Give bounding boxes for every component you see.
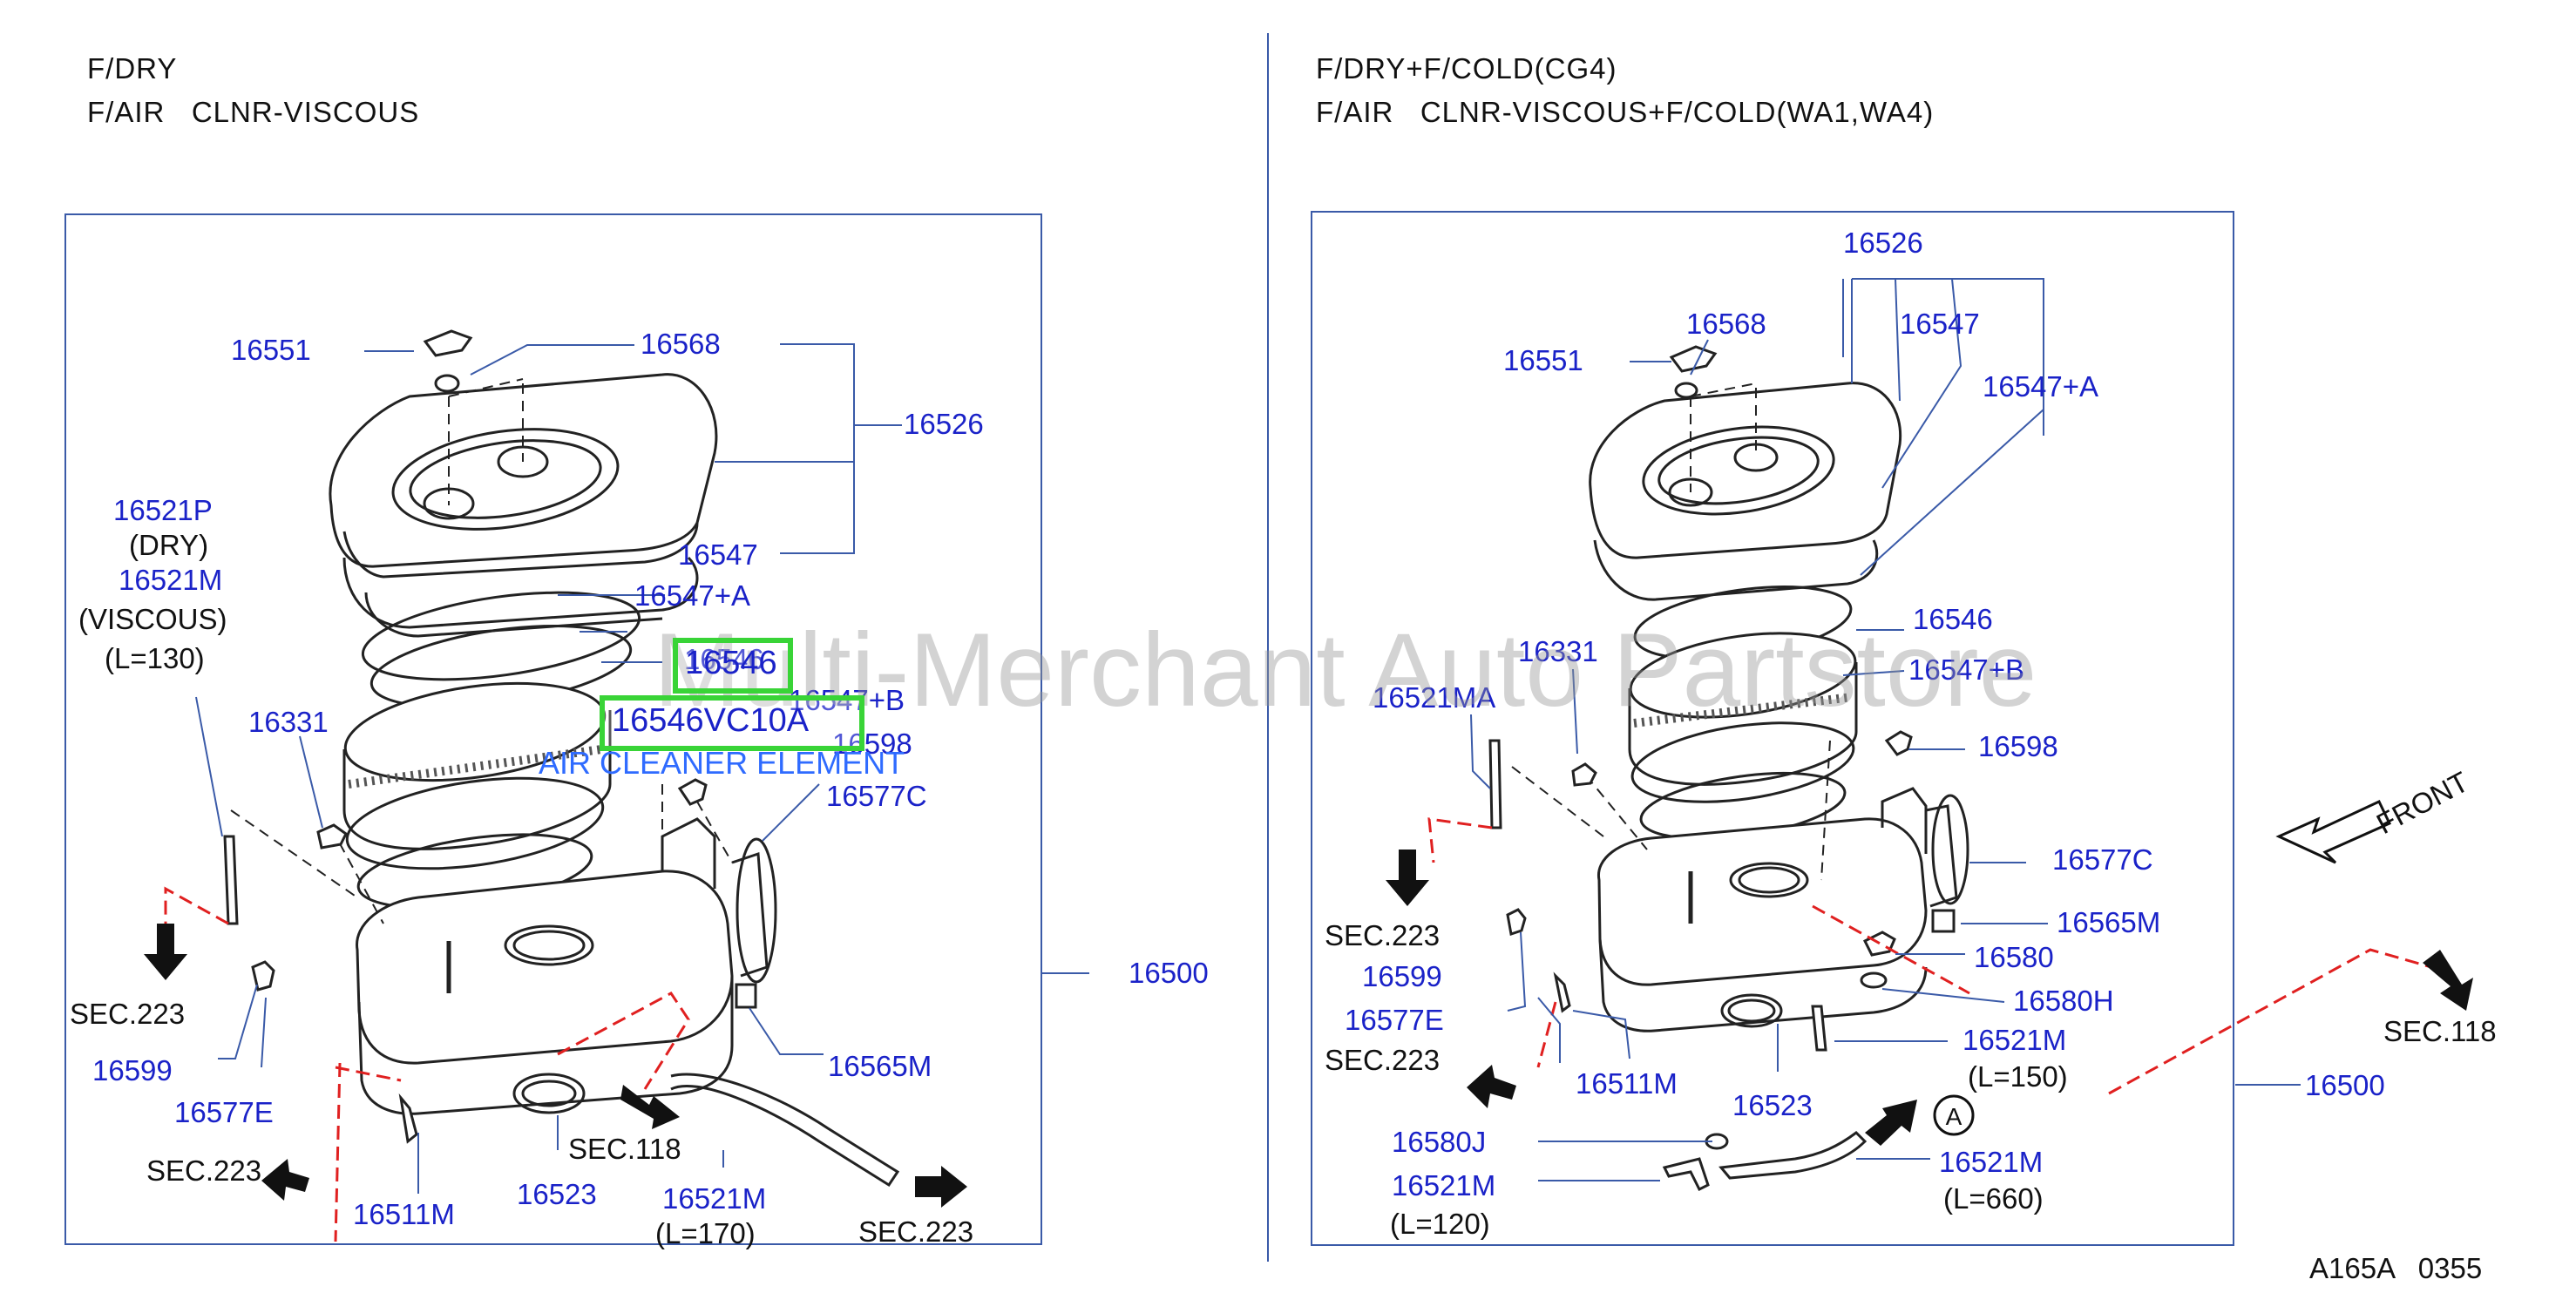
right-label-16599: 16599	[1362, 960, 1442, 992]
highlight-label-16546: 16546	[685, 645, 777, 681]
right-label-16546: 16546	[1913, 603, 1993, 635]
left-header-line-2: F/AIR CLNR-VISCOUS	[87, 96, 420, 128]
front-direction-arrow	[2275, 800, 2392, 864]
footer-code: A165A 0355	[2309, 1252, 2482, 1284]
arrow-down-sec223	[144, 924, 187, 980]
right-label-16521M-3: 16521M	[1392, 1169, 1495, 1202]
right-label-sec223-1: SEC.223	[1325, 919, 1440, 951]
left-arrows	[144, 924, 967, 1208]
left-label-16547: 16547	[678, 538, 758, 571]
right-label-16577C: 16577C	[2052, 843, 2153, 876]
right-label-sec223-2: SEC.223	[1325, 1044, 1440, 1076]
right-frame	[1311, 211, 2234, 1246]
arrow-down-sec118	[2423, 950, 2473, 1011]
right-label-16521M: 16521M	[1963, 1024, 2066, 1056]
highlight-box-part-number[interactable]: 16546VC10A	[600, 695, 864, 751]
arrow-down-sec223	[1386, 850, 1429, 906]
left-label-dry: (DRY)	[129, 529, 208, 561]
right-exploded-assembly	[1488, 345, 1969, 1192]
right-label-16523: 16523	[1732, 1089, 1813, 1121]
left-label-sec223-2: SEC.223	[146, 1154, 261, 1187]
left-label-l170: (L=170)	[655, 1217, 756, 1249]
left-label-16331: 16331	[248, 706, 329, 738]
right-label-sec118: SEC.118	[2383, 1015, 2497, 1047]
left-label-16521M: 16521M	[119, 564, 222, 596]
right-header-line-2: F/AIR CLNR-VISCOUS+F/COLD(WA1,WA4)	[1316, 96, 1935, 128]
right-label-16568: 16568	[1686, 308, 1766, 340]
left-red-hoses	[164, 886, 690, 1242]
left-frame	[64, 213, 1042, 1245]
left-label-16599: 16599	[92, 1054, 173, 1087]
left-label-sec223-3: SEC.223	[858, 1215, 973, 1248]
left-label-16568: 16568	[641, 328, 721, 360]
right-label-16551: 16551	[1503, 344, 1583, 376]
left-label-16551: 16551	[231, 334, 311, 366]
left-label-l130: (L=130)	[105, 642, 205, 674]
right-label-16547B: 16547+B	[1908, 653, 2024, 686]
highlight-box-part-16546[interactable]: 16546	[673, 638, 793, 694]
left-label-16526: 16526	[904, 408, 984, 440]
right-label-16511M: 16511M	[1576, 1067, 1678, 1100]
arrow-downright-sec118	[620, 1085, 680, 1129]
right-label-16521MA: 16521MA	[1373, 681, 1495, 714]
left-exploded-assembly	[223, 329, 900, 1188]
right-label-front: FRONT	[2371, 765, 2474, 840]
right-label-16598: 16598	[1978, 730, 2058, 762]
left-label-sec223-1: SEC.223	[70, 998, 185, 1030]
air-cleaner-element-caption: AIR CLEANER ELEMENT	[539, 745, 905, 781]
left-label-16547A: 16547+A	[634, 579, 750, 612]
left-header-line-1: F/DRY	[87, 52, 178, 85]
left-label-16521P: 16521P	[113, 494, 213, 526]
right-label-16580J: 16580J	[1392, 1126, 1486, 1158]
left-label-16598: 16598	[832, 728, 912, 760]
right-label-16547: 16547	[1900, 308, 1980, 340]
arrow-upleft-sec223	[261, 1159, 309, 1201]
right-header-line-1: F/DRY+F/COLD(CG4)	[1316, 52, 1617, 85]
right-label-16577E: 16577E	[1345, 1004, 1444, 1036]
left-label-viscous: (VISCOUS)	[78, 603, 227, 635]
right-arrows	[1386, 800, 2473, 1146]
right-label-l150: (L=150)	[1968, 1060, 2068, 1093]
left-label-16565M: 16565M	[828, 1050, 932, 1082]
left-leader-lines	[195, 343, 1089, 1194]
right-part-labels: 16526 16568 16547 16551 16547+A 16331 16…	[1325, 227, 2497, 1240]
arrow-right-sec223	[915, 1166, 967, 1208]
right-label-16331: 16331	[1518, 635, 1598, 667]
right-label-16580: 16580	[1974, 941, 2054, 973]
arrow-upleft-sec223	[1467, 1065, 1516, 1108]
circle-marker-a-label: A	[1946, 1103, 1963, 1130]
left-label-16511M: 16511M	[353, 1198, 455, 1230]
right-label-l660: (L=660)	[1943, 1182, 2044, 1215]
highlight-label-part-number: 16546VC10A	[612, 702, 810, 739]
left-label-16500: 16500	[1129, 957, 1209, 989]
watermark-text: Multi-Merchant Auto Partstore	[654, 612, 2037, 728]
left-label-sec118: SEC.118	[568, 1133, 681, 1165]
right-label-l120: (L=120)	[1390, 1208, 1490, 1240]
left-label-16577C: 16577C	[826, 780, 927, 812]
right-label-16547A: 16547+A	[1983, 370, 2098, 403]
circle-marker-a	[1933, 1094, 1975, 1136]
right-label-16526: 16526	[1843, 227, 1923, 259]
right-red-hoses	[1427, 817, 2432, 1095]
right-label-16565M: 16565M	[2057, 906, 2160, 938]
left-label-16521M-2: 16521M	[662, 1182, 766, 1215]
left-label-16577E: 16577E	[174, 1096, 274, 1128]
right-leader-lines	[1470, 278, 2301, 1181]
right-label-16580H: 16580H	[2013, 985, 2114, 1017]
arrow-upright-16521m	[1865, 1100, 1917, 1146]
left-label-16523: 16523	[517, 1178, 597, 1210]
left-label-16546: 16546	[684, 643, 764, 675]
right-label-16521M-2: 16521M	[1939, 1146, 2043, 1178]
right-label-16500: 16500	[2305, 1069, 2385, 1101]
